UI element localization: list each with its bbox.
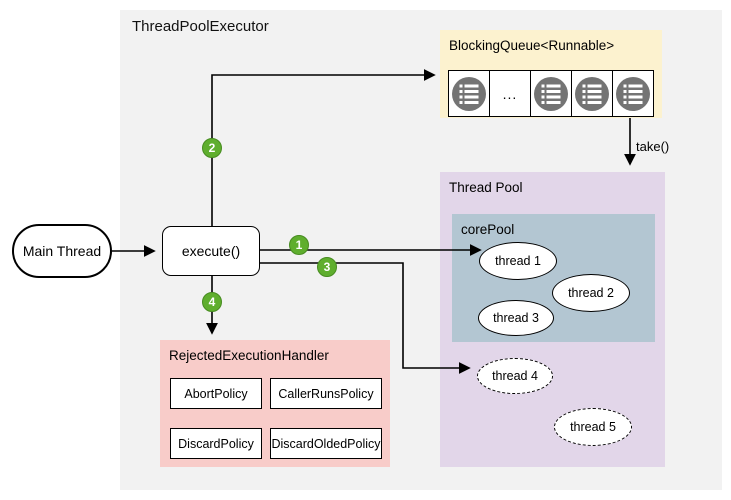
step-badge-2: 2 — [202, 138, 222, 158]
task-list-icon — [575, 76, 609, 111]
execute-label: execute() — [181, 243, 241, 259]
policy-discard-olded: DiscardOldedPolicy — [270, 428, 382, 459]
queue-slot-empty: ... — [490, 71, 531, 116]
policy-abort: AbortPolicy — [170, 378, 262, 409]
queue-slot — [572, 71, 613, 116]
queue-slot — [531, 71, 572, 116]
task-list-icon — [452, 76, 486, 111]
diagram-title: ThreadPoolExecutor — [132, 18, 269, 35]
policy-caller-runs: CallerRunsPolicy — [270, 378, 382, 409]
take-label: take() — [636, 139, 670, 154]
rejected-handler-region: RejectedExecutionHandler AbortPolicy Cal… — [160, 340, 390, 467]
thread-1-node: thread 1 — [479, 242, 557, 280]
thread-2-node: thread 2 — [552, 274, 630, 312]
queue-slots: ... — [448, 70, 654, 117]
step-badge-3: 3 — [317, 257, 337, 277]
thread-4-node: thread 4 — [477, 358, 553, 394]
execute-node: execute() — [162, 226, 260, 276]
queue-slot — [613, 71, 653, 116]
queue-slot — [449, 71, 490, 116]
thread-3-node: thread 3 — [478, 300, 554, 336]
step-badge-1: 1 — [289, 235, 309, 255]
blocking-queue-region: BlockingQueue<Runnable> ... — [440, 30, 662, 118]
task-list-icon — [534, 76, 568, 111]
task-list-icon — [616, 76, 650, 111]
policy-discard: DiscardPolicy — [170, 428, 262, 459]
thread-5-node: thread 5 — [554, 408, 632, 446]
main-thread-node: Main Thread — [12, 224, 112, 278]
rejected-handler-title: RejectedExecutionHandler — [169, 348, 329, 363]
blocking-queue-title: BlockingQueue<Runnable> — [449, 38, 615, 53]
thread-pool-title: Thread Pool — [449, 180, 523, 195]
core-pool-title: corePool — [461, 222, 515, 237]
step-badge-4: 4 — [202, 292, 222, 312]
main-thread-label: Main Thread — [22, 243, 102, 259]
queue-ellipsis: ... — [502, 85, 518, 102]
